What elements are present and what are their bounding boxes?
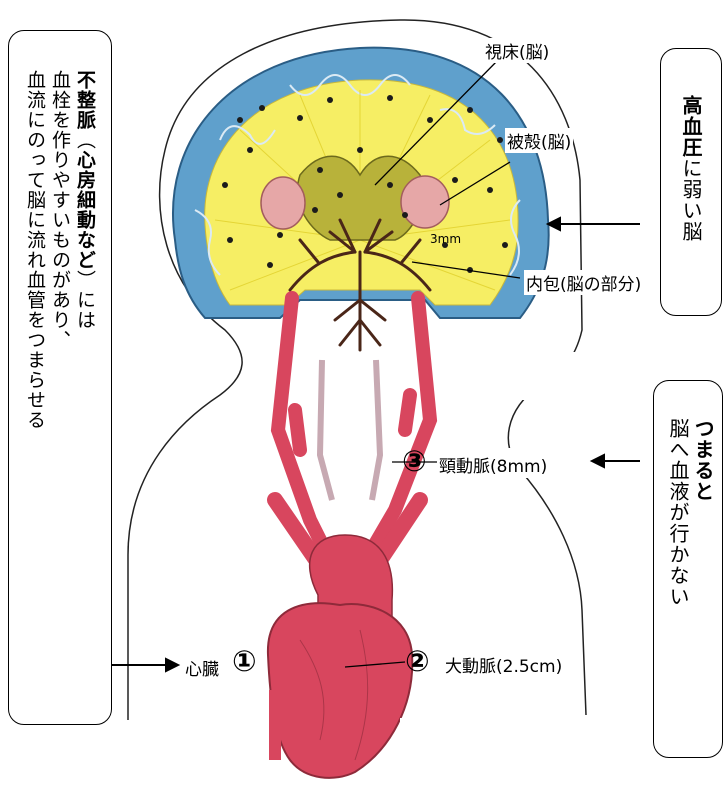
number-heart: ① [232,646,257,676]
no-blood-text: 脳へ血液が行かない [666,418,690,607]
clogs-bold: つまると [691,418,715,502]
left-line-3: 血流にのって脳に流れ血管をつまらせる [24,70,46,430]
afib-bold: 心房細動など [74,150,96,270]
vertebral-arteries [320,360,380,500]
label-carotid: 頸動脈(8mm) [437,452,549,477]
left-line-2: 血栓を作りやすいものがあり、 [49,70,71,350]
pressure-char: 圧 [679,137,703,158]
label-aorta: 大動脈(2.5cm) [443,652,564,677]
white-patch-neck [442,352,628,400]
high-char: 高 [679,95,703,116]
number-aorta: ② [405,646,430,676]
label-putamen: 被殻(脳) [505,128,573,153]
blood-char: 血 [679,116,703,137]
label-thalamus: 視床(脳) [483,38,551,63]
paren-open: （ [74,130,96,150]
white-patch-heart [400,718,578,780]
weak-brain-text: に弱い脳 [679,158,703,242]
putamen-left [261,177,305,229]
left-callout-text: 不整脈（心房細動など）には 血栓を作りやすいものがあり、 血流にのって脳に流れ血… [22,70,97,720]
heart [268,603,412,778]
putamen-right [401,176,449,228]
label-internal-capsule: 内包(脳の部分) [524,270,643,295]
left-line-1: 不整脈（心房細動など）には [74,70,96,330]
label-scale-note: 3mm [428,232,463,246]
number-carotid: ③ [402,446,427,476]
label-heart: 心臓 [183,655,221,680]
right-bottom-callout-text: つまると 脳へ血液が行かない [665,418,715,607]
right-top-callout-text: 高血圧に弱い脳 [678,95,703,242]
paren-close: ）には [74,270,96,330]
arrhythmia-bold: 不整脈 [74,70,96,130]
